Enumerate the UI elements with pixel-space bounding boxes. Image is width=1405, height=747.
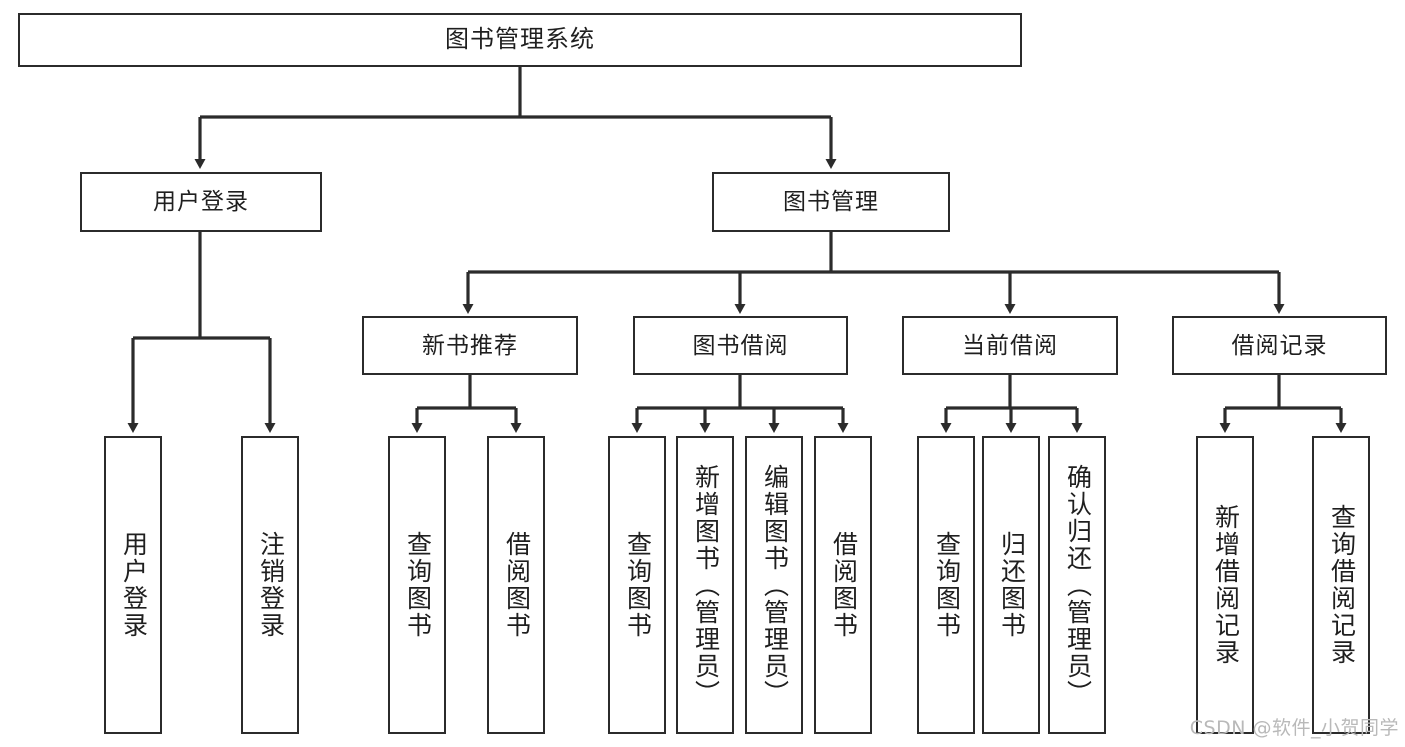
leaf-return-book[interactable]: 归还图书	[982, 436, 1040, 734]
node-current-borrow-label: 当前借阅	[962, 331, 1058, 358]
node-user-login-label: 用户登录	[153, 188, 249, 215]
leaf-borrow-book-1-label: 借阅图书	[502, 531, 531, 639]
node-book-manage[interactable]: 图书管理	[712, 172, 950, 232]
leaf-query-book-1-label: 查询图书	[403, 531, 432, 639]
leaf-user-login[interactable]: 用户登录	[104, 436, 162, 734]
leaf-confirm-return-label: 确认归还（管理员）	[1063, 463, 1092, 707]
leaf-query-book-2[interactable]: 查询图书	[608, 436, 666, 734]
node-root-label: 图书管理系统	[445, 25, 595, 53]
leaf-query-book-2-label: 查询图书	[623, 531, 652, 639]
leaf-add-book[interactable]: 新增图书（管理员）	[676, 436, 734, 734]
watermark-text: CSDN @软件_小贺同学	[1189, 717, 1399, 739]
node-book-manage-label: 图书管理	[783, 188, 879, 215]
node-current-borrow[interactable]: 当前借阅	[902, 316, 1118, 375]
leaf-query-book-3-label: 查询图书	[932, 531, 961, 639]
node-new-book-rec-label: 新书推荐	[422, 331, 518, 358]
leaf-query-book-3[interactable]: 查询图书	[917, 436, 975, 734]
leaf-borrow-book-2[interactable]: 借阅图书	[814, 436, 872, 734]
leaf-add-record[interactable]: 新增借阅记录	[1196, 436, 1254, 734]
node-user-login[interactable]: 用户登录	[80, 172, 322, 232]
leaf-return-book-label: 归还图书	[997, 531, 1026, 639]
node-new-book-rec[interactable]: 新书推荐	[362, 316, 578, 375]
leaf-borrow-book-1[interactable]: 借阅图书	[487, 436, 545, 734]
node-book-borrow-label: 图书借阅	[692, 331, 789, 358]
leaf-query-record[interactable]: 查询借阅记录	[1312, 436, 1370, 734]
leaf-logout[interactable]: 注销登录	[241, 436, 299, 734]
leaf-borrow-book-2-label: 借阅图书	[829, 531, 858, 639]
leaf-user-login-label: 用户登录	[119, 531, 148, 639]
leaf-confirm-return[interactable]: 确认归还（管理员）	[1048, 436, 1106, 734]
leaf-query-book-1[interactable]: 查询图书	[388, 436, 446, 734]
node-root[interactable]: 图书管理系统	[18, 13, 1022, 67]
node-borrow-record[interactable]: 借阅记录	[1172, 316, 1387, 375]
node-borrow-record-label: 借阅记录	[1231, 331, 1328, 358]
leaf-query-record-label: 查询借阅记录	[1327, 504, 1356, 666]
leaf-edit-book[interactable]: 编辑图书（管理员）	[745, 436, 803, 734]
leaf-add-record-label: 新增借阅记录	[1211, 504, 1240, 666]
leaf-add-book-label: 新增图书（管理员）	[691, 463, 720, 707]
leaf-logout-label: 注销登录	[256, 531, 285, 639]
node-book-borrow[interactable]: 图书借阅	[633, 316, 848, 375]
leaf-edit-book-label: 编辑图书（管理员）	[760, 463, 789, 707]
